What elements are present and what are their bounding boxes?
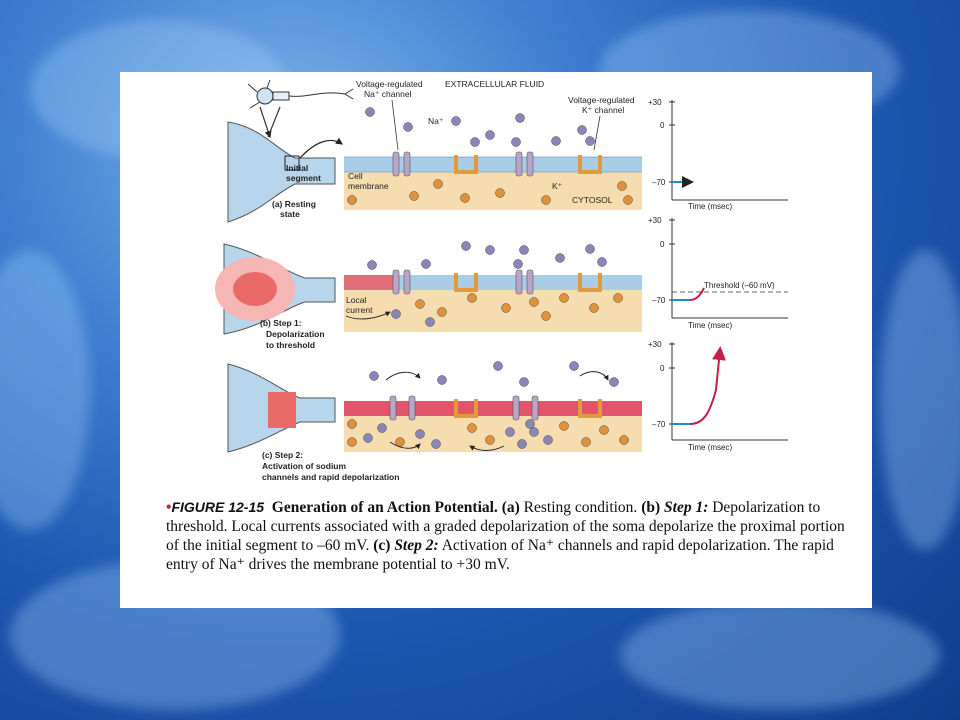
caption-a-text: Resting condition.	[523, 499, 638, 516]
na-channel-label-2: Na⁺ channel	[364, 89, 412, 99]
axon-hillock-panel-c	[227, 363, 336, 453]
caption-b-text: Depolarization to threshold. Local curre…	[166, 499, 845, 554]
cell-membrane-label-2: membrane	[348, 181, 389, 191]
membrane-panel-b	[344, 269, 642, 332]
panel-c-label-3: channels and rapid depolarization	[262, 472, 399, 482]
na-channel-c1	[389, 395, 416, 421]
k-channel-label-1: Voltage-regulated	[568, 95, 635, 105]
graph-a-tick-0: 0	[660, 121, 665, 130]
graph-a-tick-p30: +30	[648, 98, 662, 107]
threshold-label: Threshold (–60 mV)	[704, 281, 775, 290]
membrane-panel-c	[344, 395, 642, 452]
graph-a-time-label: Time (msec)	[688, 202, 732, 211]
graph-panel-a: +30 0 –70 Time (msec)	[648, 98, 788, 211]
na-channel-a2	[515, 151, 534, 177]
initial-segment-label-2: segment	[286, 173, 321, 183]
graph-c-tick-p30: +30	[648, 340, 662, 349]
figure-title: Generation of an Action Potential.	[271, 499, 498, 516]
cell-membrane-label-1: Cell	[348, 171, 363, 181]
graph-a-tick-m70: –70	[652, 178, 666, 187]
extracellular-fluid-label: EXTRACELLULAR FLUID	[445, 79, 544, 89]
membrane-panel-a	[344, 151, 642, 210]
panel-c-label-1: (c) Step 2:	[262, 450, 303, 460]
figure-caption: •FIGURE 12-15 Generation of an Action Po…	[166, 498, 856, 574]
graph-b-tick-0: 0	[660, 240, 665, 249]
graph-c-tick-m70: –70	[652, 420, 666, 429]
figure-card: Initial segment (a) Resting state Voltag…	[120, 72, 872, 608]
graph-panel-b: +30 0 –70 Threshold (–60 mV) Time (msec)	[648, 216, 788, 330]
axon-hillock-panel-b	[215, 243, 336, 335]
graph-b-tick-m70: –70	[652, 296, 666, 305]
axon-hillock-panel-a	[227, 121, 343, 223]
panel-a-label-1: (a) Resting	[272, 199, 316, 209]
neuron-icon	[247, 79, 354, 109]
cytosol-label: CYTOSOL	[572, 195, 613, 205]
panel-a-label-2: state	[280, 209, 300, 219]
initial-segment-label-1: Initial	[286, 163, 308, 173]
panel-b-label-3: to threshold	[266, 340, 315, 350]
na-channel-b2	[515, 269, 534, 295]
graph-b-tick-p30: +30	[648, 216, 662, 225]
na-channel-label-1: Voltage-regulated	[356, 79, 423, 89]
na-ions-panel-c	[363, 361, 619, 449]
na-ions-panel-a	[365, 107, 595, 147]
figure-number: FIGURE 12-15	[171, 499, 265, 515]
action-potential-figure: Initial segment (a) Resting state Voltag…	[215, 79, 788, 482]
k-ions-panel-a	[347, 179, 633, 205]
panel-b-label-2: Depolarization	[266, 329, 325, 339]
na-ions-panel-b	[367, 241, 607, 327]
local-current-label-2: current	[346, 305, 373, 315]
caption-c-text: Activation of Na⁺ channels and rapid dep…	[166, 537, 834, 573]
k-ion-label: K⁺	[552, 181, 563, 191]
graph-b-time-label: Time (msec)	[688, 321, 732, 330]
na-channel-b1	[392, 269, 411, 295]
na-channel-a1	[392, 151, 411, 177]
local-current-label-1: Local	[346, 295, 366, 305]
panel-c-label-2: Activation of sodium	[262, 461, 347, 471]
k-channel-label-2: K⁺ channel	[582, 105, 624, 115]
caption-b-step: Step 1:	[664, 499, 709, 516]
panel-b-label-1: (b) Step 1:	[260, 318, 302, 328]
caption-c-tag: (c)	[373, 537, 391, 554]
caption-bullet: •	[166, 499, 172, 516]
na-channel-c2	[512, 395, 539, 421]
graph-panel-c: +30 0 –70 Time (msec)	[648, 340, 788, 452]
caption-a-tag: (a)	[501, 499, 520, 516]
na-ion-label: Na⁺	[428, 116, 444, 126]
k-ions-panel-b	[415, 293, 623, 321]
graph-c-tick-0: 0	[660, 364, 665, 373]
caption-c-step: Step 2:	[394, 537, 439, 554]
caption-b-tag: (b)	[641, 499, 661, 516]
graph-c-time-label: Time (msec)	[688, 443, 732, 452]
k-ions-panel-c	[347, 419, 629, 447]
